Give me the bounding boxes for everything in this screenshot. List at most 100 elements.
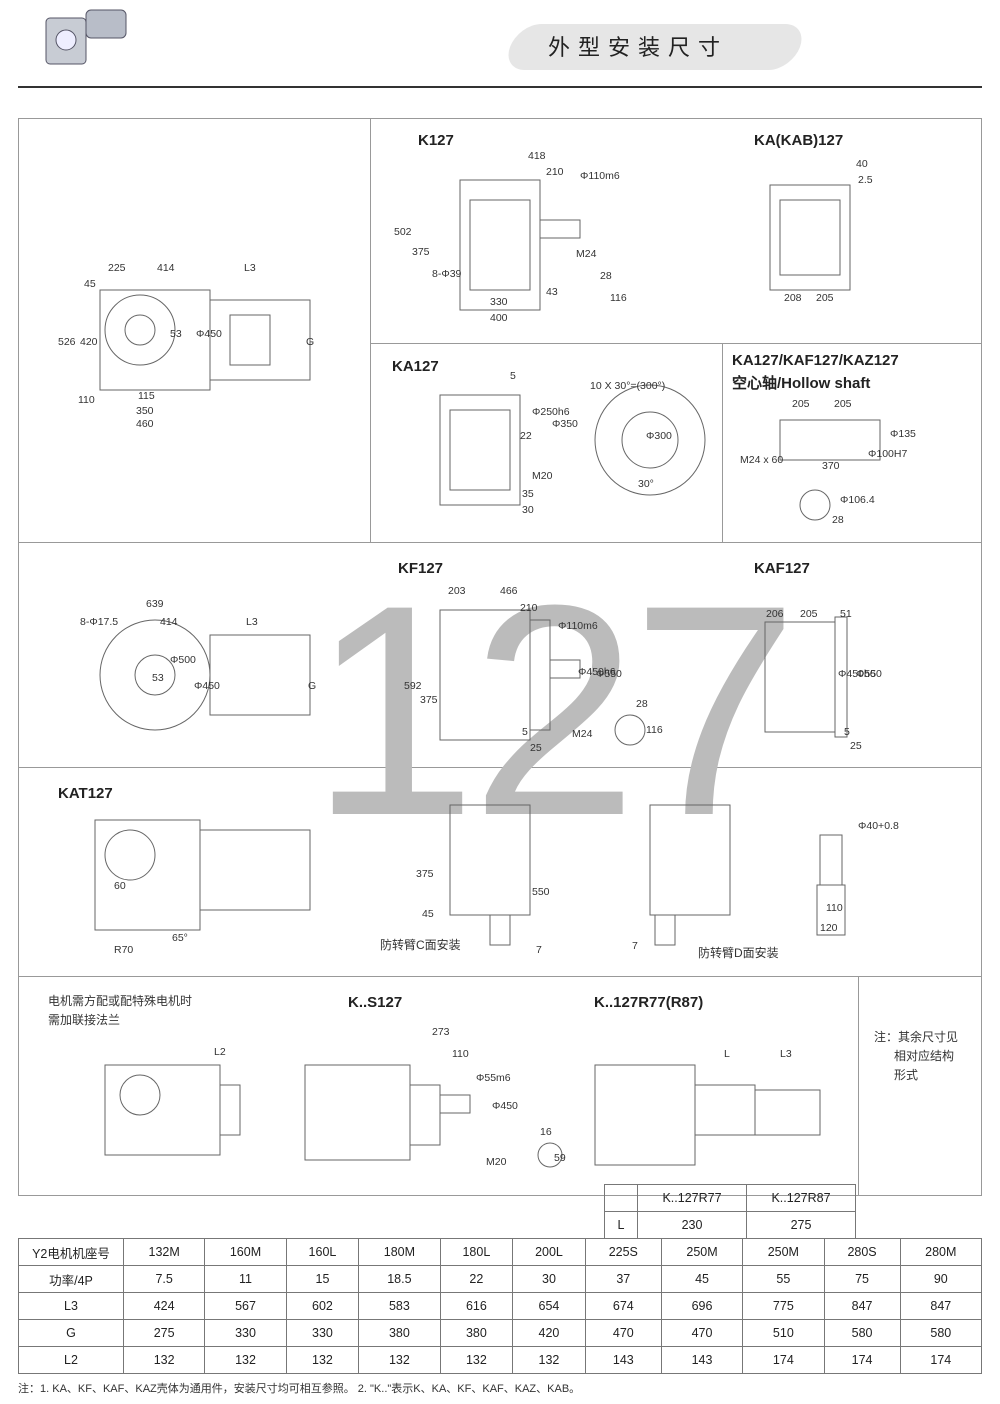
- dim-label: Φ110m6: [558, 620, 598, 632]
- drawing-kf-main: [99, 619, 311, 731]
- dim-label: 350: [136, 405, 154, 417]
- drawing-kr: [594, 1064, 821, 1166]
- dim-label: 208: [784, 292, 802, 304]
- drawing-kat-arm: [816, 834, 846, 936]
- dim-label: 116: [610, 292, 627, 304]
- dim-label: L3: [244, 262, 256, 274]
- dim-label: Φ40+0.8: [858, 820, 899, 832]
- dim-label: 25: [850, 740, 862, 752]
- dim-label: G: [308, 680, 317, 692]
- table-cell: 424: [122, 1292, 206, 1320]
- dim-label: 28: [636, 698, 648, 710]
- label-kf127: KF127: [398, 560, 444, 577]
- dim-label: Φ110m6: [580, 170, 620, 182]
- dim-label: 43: [546, 286, 558, 298]
- dim-label: 210: [520, 602, 538, 614]
- label-k127: K127: [418, 132, 454, 149]
- table-cell: K..127R77: [637, 1184, 747, 1212]
- table-cell: 696: [660, 1292, 744, 1320]
- dim-label: 420: [80, 336, 98, 348]
- label-ka-kab127: KA(KAB)127: [754, 132, 844, 149]
- footnote: 注：1. KA、KF、KAF、KAZ壳体为通用件，安装尺寸均可相互参照。 2. …: [18, 1383, 581, 1395]
- table-cell: 132M: [122, 1238, 206, 1266]
- table-cell: 22: [439, 1265, 514, 1293]
- drawing-k-main: [99, 289, 311, 391]
- dim-label: Φ350: [552, 418, 578, 430]
- table-cell: 55: [742, 1265, 825, 1293]
- table-cell: 7.5: [122, 1265, 206, 1293]
- dim-label: 7: [536, 944, 542, 956]
- table-cell: 225S: [584, 1238, 662, 1266]
- divider: [722, 343, 723, 542]
- dim-label: 370: [822, 460, 840, 472]
- dim-label: 502: [394, 226, 412, 238]
- dim-label: 7: [632, 940, 638, 952]
- table-cell: 132: [358, 1346, 441, 1374]
- drawing-ks127: [304, 1064, 563, 1168]
- table-cell: K..127R87: [746, 1184, 856, 1212]
- dim-label: 203: [448, 585, 466, 597]
- table-cell: 160M: [204, 1238, 287, 1266]
- table-cell: 200L: [512, 1238, 586, 1266]
- dim-label: Φ450: [492, 1100, 518, 1112]
- label-ka127: KA127: [392, 358, 439, 375]
- dim-label: L: [724, 1048, 730, 1060]
- table-cell: L: [604, 1211, 638, 1239]
- row-header: L3: [18, 1292, 124, 1320]
- dim-label: 5: [844, 726, 850, 738]
- table-cell: 15: [285, 1265, 360, 1293]
- dim-label: 59: [554, 1152, 566, 1164]
- side-note-1: 注：其余尺寸见: [874, 1030, 959, 1044]
- divider: [18, 542, 982, 543]
- row-header: Y2电机机座号: [18, 1238, 124, 1266]
- table-cell: 380: [358, 1319, 441, 1347]
- dim-label: 8-Φ39: [432, 268, 462, 280]
- table-cell: 654: [512, 1292, 586, 1320]
- drawing-frame: [18, 118, 982, 1196]
- dim-label: M24: [572, 728, 593, 740]
- dim-label: L3: [246, 616, 258, 628]
- dim-label: Φ500: [170, 654, 196, 666]
- dim-label: 5: [510, 370, 516, 382]
- dim-label: 460: [136, 418, 154, 430]
- label-ks127: K..S127: [348, 994, 403, 1011]
- table-cell: 330: [204, 1319, 287, 1347]
- dim-label: G: [306, 336, 315, 348]
- table-cell: 132: [122, 1346, 206, 1374]
- drawing-kf127: [439, 609, 646, 746]
- dim-label: 45: [84, 278, 96, 290]
- dim-label: 28: [832, 514, 844, 526]
- dim-label: 30°: [638, 478, 654, 490]
- table-cell: 602: [285, 1292, 360, 1320]
- divider: [18, 767, 982, 768]
- table-cell: 132: [285, 1346, 360, 1374]
- drawing-kat-c: [449, 804, 531, 946]
- dim-label: 51: [840, 608, 852, 620]
- dim-label: Φ450: [196, 328, 222, 340]
- table-cell: 275: [746, 1211, 856, 1239]
- dim-label: 53: [170, 328, 182, 340]
- dim-label: 28: [600, 270, 612, 282]
- dim-label: 639: [146, 598, 164, 610]
- row-header: G: [18, 1319, 124, 1347]
- label-k127r77: K..127R77(R87): [594, 994, 704, 1011]
- table-cell: 132: [512, 1346, 586, 1374]
- drawing-k127: [459, 179, 581, 311]
- divider: [858, 976, 859, 1196]
- dim-label: 592: [404, 680, 422, 692]
- table-cell: 775: [742, 1292, 825, 1320]
- table-cell: 280M: [899, 1238, 983, 1266]
- dim-label: 225: [108, 262, 126, 274]
- table-cell: 90: [899, 1265, 983, 1293]
- row-header: L2: [18, 1346, 124, 1374]
- label-kaf127: KAF127: [754, 560, 810, 577]
- dim-label: 205: [816, 292, 834, 304]
- table-cell: 132: [204, 1346, 287, 1374]
- label-kat127: KAT127: [58, 785, 113, 802]
- dim-label: 400: [490, 312, 508, 324]
- label-hollow-2: 空心轴/Hollow shaft: [732, 375, 871, 392]
- table-cell: 45: [660, 1265, 744, 1293]
- dim-label: 120: [820, 922, 838, 934]
